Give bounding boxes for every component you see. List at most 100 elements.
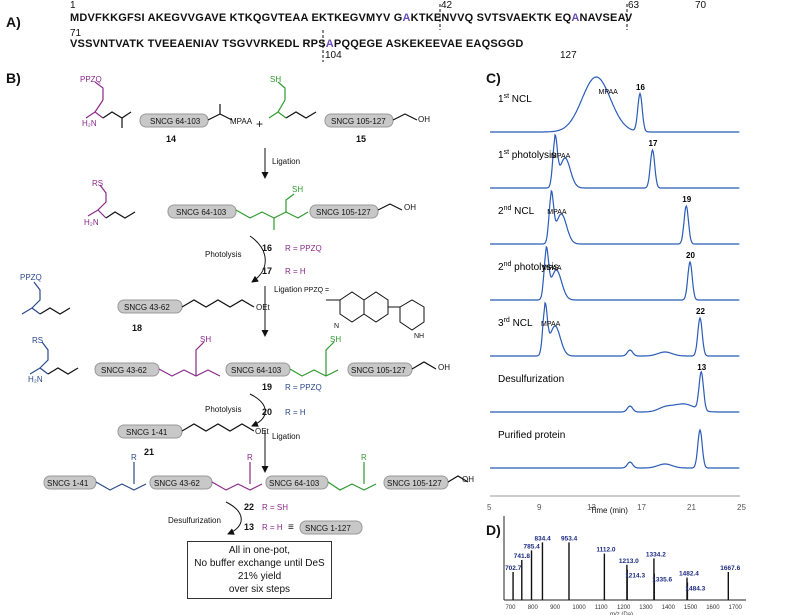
ms-peak-label-1335.6: 1335.6 bbox=[652, 577, 672, 584]
h2n-16: H₂N bbox=[84, 218, 99, 227]
trace-label-6: Desulfurization bbox=[498, 374, 564, 385]
ligation-site-markers bbox=[322, 4, 628, 62]
pill-43-62-row6: SNCG 43-62 bbox=[154, 479, 200, 488]
pill-64-103-row1: SNCG 64-103 bbox=[150, 117, 201, 126]
time-tick-17: 17 bbox=[637, 503, 646, 512]
summary-line-1: All in one-pot, bbox=[228, 545, 291, 556]
peak-label-4: 20 bbox=[686, 251, 695, 260]
summary-line-3: 21% yield bbox=[237, 571, 282, 582]
r-h-17: R = H bbox=[285, 267, 306, 276]
ppzq-structure bbox=[326, 291, 425, 331]
seq-43-62: KTKENVVQ SVTSVAEKTK EQ bbox=[410, 12, 572, 24]
oh-16: OH bbox=[404, 203, 416, 212]
mpaa-label-4: MPAA bbox=[542, 265, 562, 272]
residue-number-70: 70 bbox=[695, 0, 707, 11]
compound-20-label: 20 bbox=[262, 407, 272, 417]
peak-label-2: 17 bbox=[649, 139, 658, 148]
mpaa-label-3: MPAA bbox=[547, 209, 567, 216]
pill-43-62-row3: SNCG 43-62 bbox=[124, 303, 170, 312]
time-tick-9: 9 bbox=[537, 503, 542, 512]
trace-3 bbox=[490, 189, 740, 245]
ms-peak-label-1667.6: 1667.6 bbox=[720, 565, 740, 572]
pill-1-41-row5: SNCG 1-41 bbox=[126, 428, 168, 437]
panel-d-label: D) bbox=[486, 522, 501, 538]
pill-64-103-row6: SNCG 64-103 bbox=[269, 479, 320, 488]
ms-tick-1400: 1400 bbox=[662, 605, 676, 611]
compound-21-label: 21 bbox=[144, 447, 154, 457]
oh-22: OH bbox=[462, 475, 474, 484]
ala-104: A bbox=[325, 38, 334, 50]
residue-number-1: 1 bbox=[70, 0, 76, 11]
trace-7 bbox=[490, 428, 740, 469]
trace-label-2: 1st photolysis bbox=[498, 149, 556, 161]
ms-tick-1100: 1100 bbox=[595, 605, 609, 611]
pill-105-127-row2: SNCG 105-127 bbox=[316, 208, 371, 217]
seq-71-103: VSSVNTVATK TVEEAENIAV TSGVVRKEDL RPS bbox=[70, 38, 326, 50]
trace-6 bbox=[490, 370, 740, 413]
oet-21: OEt bbox=[255, 427, 270, 436]
r-ppzq-19: R = PPZQ bbox=[285, 383, 322, 392]
seq-1-41: MDVFKKGFSI AKEGVVGAVE KTKQGVTEAA EKTKEGV… bbox=[70, 12, 403, 24]
mpaa-label-2: MPAA bbox=[551, 153, 571, 160]
seq-64-70: NAVSEAV bbox=[579, 12, 633, 24]
residue-number-71: 71 bbox=[70, 28, 82, 39]
ms-tick-700: 700 bbox=[505, 605, 516, 611]
time-axis-label: Time (min) bbox=[590, 506, 628, 515]
ppzq-n-1: N bbox=[334, 323, 339, 330]
trace-label-7: Purified protein bbox=[498, 430, 565, 441]
ms-tick-900: 900 bbox=[550, 605, 561, 611]
r-h-13: R = H bbox=[262, 523, 283, 532]
sequence-line-1: MDVFKKGFSI AKEGVVGAVE KTKQGVTEAA EKTKEGV… bbox=[70, 12, 632, 24]
trace-4 bbox=[490, 245, 740, 301]
ms-tick-800: 800 bbox=[528, 605, 539, 611]
compound-14 bbox=[85, 81, 233, 128]
ms-peak-label-1112.0: 1112.0 bbox=[596, 547, 616, 554]
sequence-line-2: VSSVNTVATK TVEEAENIAV TSGVVRKEDL RPSAPQQ… bbox=[70, 38, 524, 50]
r-h-20: R = H bbox=[285, 408, 306, 417]
time-tick-25: 25 bbox=[737, 503, 746, 512]
ppzq-nh: NH bbox=[414, 333, 424, 340]
desulfurization-label: Desulfurization bbox=[168, 516, 221, 525]
oet-18: OEt bbox=[256, 303, 271, 312]
mpaa-label-5: MPAA bbox=[541, 321, 561, 328]
summary-line-4: over six steps bbox=[228, 584, 291, 595]
mpaa-label-1: MPAA bbox=[599, 89, 619, 96]
r-label-a: R bbox=[131, 453, 137, 462]
summary-line-2: No buffer exchange until DeS bbox=[194, 558, 325, 569]
trace-5 bbox=[490, 301, 740, 357]
ms-peak-label-1482.4: 1482.4 bbox=[679, 571, 699, 578]
h2n-14: H₂N bbox=[82, 119, 97, 128]
pill-105-127-row6: SNCG 105-127 bbox=[387, 479, 442, 488]
ms-x-label: m/z (Da) bbox=[610, 612, 633, 615]
peak-label-5: 22 bbox=[696, 307, 705, 316]
pill-43-62-row4: SNCG 43-62 bbox=[101, 366, 147, 375]
photolysis-arrow-2 bbox=[249, 393, 266, 427]
ms-peak-label-834.4: 834.4 bbox=[534, 535, 551, 542]
ligation-label-1: Ligation bbox=[272, 157, 300, 166]
r-label-c: R bbox=[361, 453, 367, 462]
rs-16: RS bbox=[92, 179, 103, 188]
oh-15: OH bbox=[418, 115, 430, 124]
compound-18-label: 18 bbox=[132, 323, 142, 333]
ala-42: A bbox=[402, 12, 411, 24]
ms-peak-label-1214.3: 1214.3 bbox=[625, 573, 645, 580]
compound-14-label: 14 bbox=[166, 134, 176, 144]
residue-number-63: 63 bbox=[628, 0, 640, 11]
r-ppzq-16: R = PPZQ bbox=[285, 244, 322, 253]
peak-label-3: 19 bbox=[682, 195, 691, 204]
compound-18 bbox=[21, 281, 255, 315]
pill-1-127 bbox=[299, 520, 363, 535]
r-sh-22: R = SH bbox=[262, 503, 288, 512]
plus-sign: + bbox=[256, 117, 263, 131]
trace-label-4: 2nd photolysis bbox=[498, 261, 559, 273]
panel-c-label: C) bbox=[486, 70, 501, 86]
compound-19-label: 19 bbox=[262, 382, 272, 392]
pill-105-127-row4: SNCG 105-127 bbox=[351, 366, 406, 375]
panel-a-label: A) bbox=[6, 14, 21, 30]
compound-17-label: 17 bbox=[262, 266, 272, 276]
pill-64-103-row4: SNCG 64-103 bbox=[231, 366, 282, 375]
sh-19b: SH bbox=[330, 335, 341, 344]
